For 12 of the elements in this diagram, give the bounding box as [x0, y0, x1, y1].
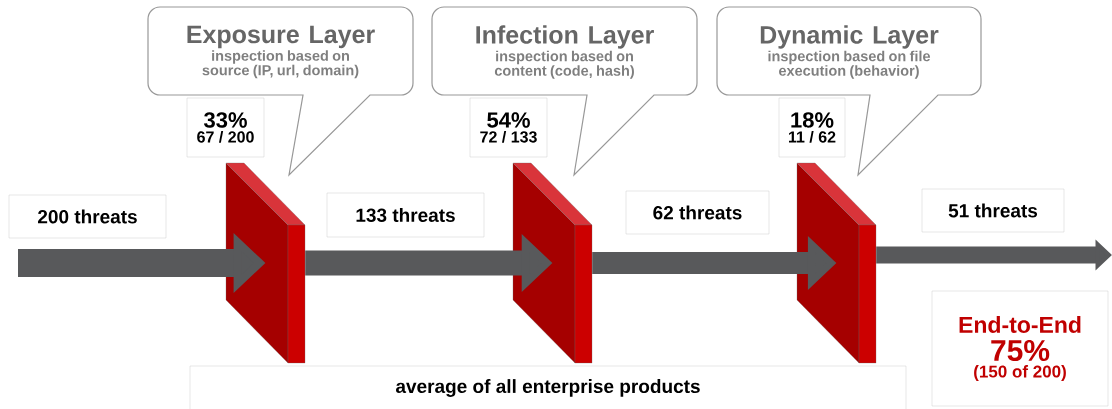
percentage-box: 33% 67 / 200 — [186, 97, 265, 158]
percentage-box: 54% 72 / 133 — [469, 97, 548, 158]
wall-drawing — [225, 162, 306, 364]
note-box: average of all enterprise products — [189, 365, 907, 409]
count-box: 133 threats — [326, 192, 485, 238]
wall-drawing — [796, 162, 877, 364]
count-box: 62 threats — [625, 190, 770, 235]
result-box: End-to-End 75% (150 of 200) — [931, 290, 1109, 407]
percentage-box: 18% 11 / 62 — [778, 97, 846, 158]
wall-drawing — [512, 162, 593, 364]
count-box: 200 threats — [8, 194, 167, 239]
count-box: 51 threats — [921, 188, 1065, 233]
